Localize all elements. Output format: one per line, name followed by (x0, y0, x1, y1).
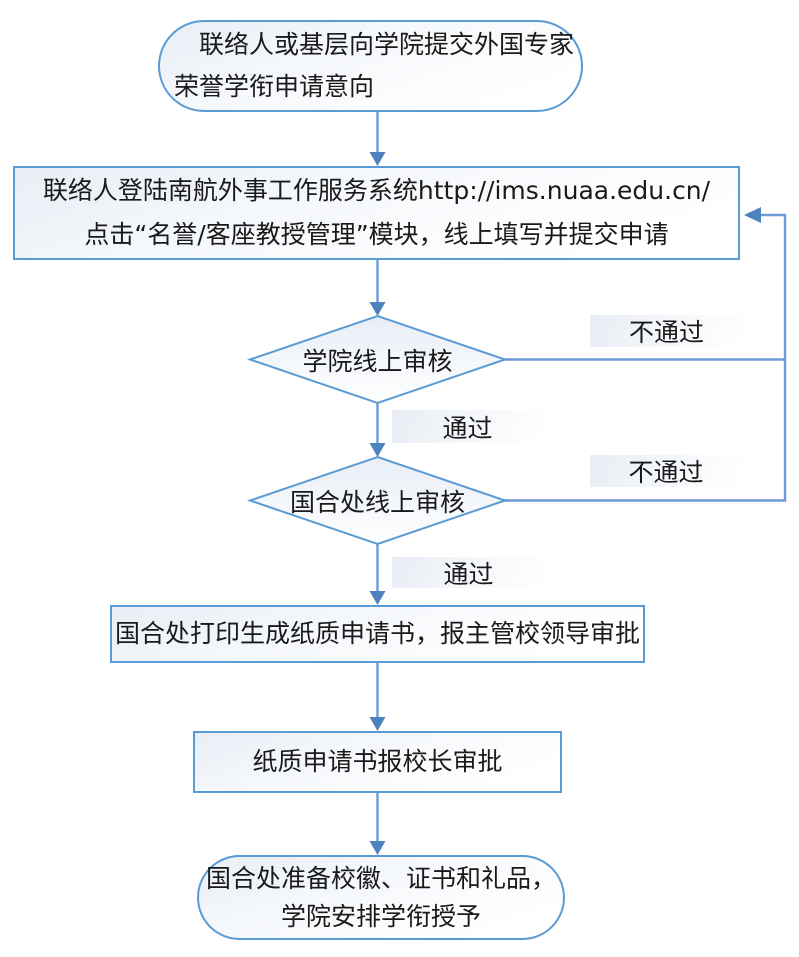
edge-gh-fail-loop (503, 213, 787, 502)
node-login-line1: 联络人登陆南航外事工作服务系统http://ims.nuaa.edu.cn/ (42, 176, 711, 205)
node-end-line1: 国合处准备校徽、证书和礼品， (205, 863, 556, 893)
node-gh-review-label: 国合处线上审核 (289, 487, 465, 517)
node-start-line2: 荣誉学衔申请意向 (174, 72, 375, 101)
arrowhead-into-end (369, 841, 386, 855)
arrowhead-into-college (369, 302, 386, 316)
arrowheads (369, 152, 761, 855)
arrowhead-into-print (369, 591, 386, 605)
node-president-approval: 纸质申请书报校长审批 (193, 731, 562, 793)
node-president-label: 纸质申请书报校长审批 (252, 747, 503, 776)
edge-label-gh-pass: 通过 (392, 557, 545, 589)
diamond-gh-review (246, 455, 509, 546)
arrowhead-into-login (369, 152, 386, 166)
arrowhead-loop-into-login (744, 207, 761, 223)
node-start-line1: 联络人或基层向学院提交外国专家 (199, 30, 575, 59)
node-end-terminator: 国合处准备校徽、证书和礼品， 学院安排学衔授予 (197, 855, 565, 940)
node-start-terminator: 联络人或基层向学院提交外国专家 荣誉学衔申请意向 (158, 20, 583, 112)
edge-label-college-fail: 不通过 (590, 315, 743, 347)
arrowhead-into-gh (369, 443, 386, 457)
flow-connectors (376, 112, 787, 842)
edge-label-gh-fail: 不通过 (590, 455, 742, 487)
node-college-review-label: 学院线上审核 (302, 346, 453, 376)
arrowhead-into-president (369, 717, 386, 731)
diamond-college-review (246, 314, 509, 405)
node-end-line2: 学院安排学衔授予 (280, 901, 481, 931)
node-login-line2: 点击“名誉/客座教授管理”模块，线上填写并提交申请 (84, 220, 669, 249)
edge-label-college-pass: 通过 (392, 410, 543, 443)
node-print-label: 国合处打印生成纸质申请书，报主管校领导审批 (114, 619, 640, 648)
node-online-submission: 联络人登陆南航外事工作服务系统http://ims.nuaa.edu.cn/ 点… (13, 166, 740, 260)
node-print-approval: 国合处打印生成纸质申请书，报主管校领导审批 (110, 605, 645, 663)
